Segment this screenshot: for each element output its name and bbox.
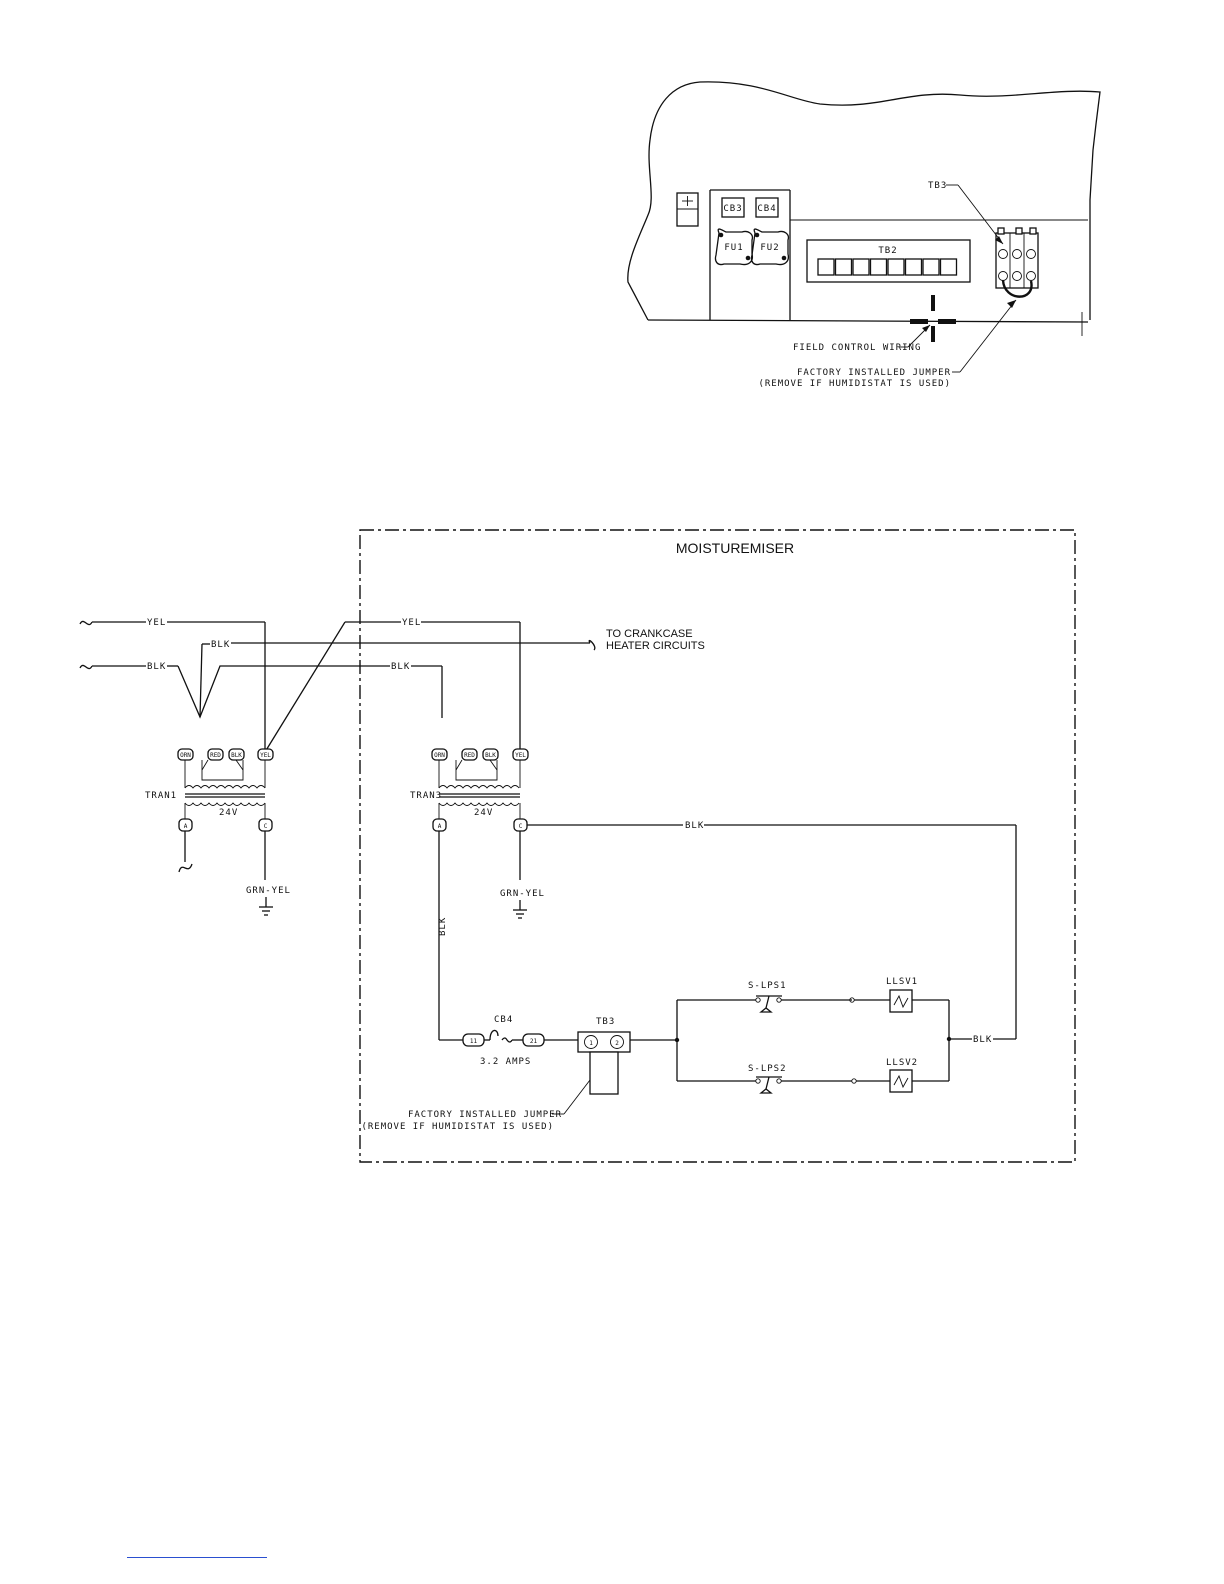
yel-crossover-wire (264, 621, 346, 753)
fu2-label: FU2 (760, 243, 779, 253)
tran1-terminal-c: C (264, 823, 268, 830)
tb3-jumper-link (589, 1051, 619, 1095)
cb4-out-terminal: 21 (530, 1038, 538, 1045)
panel-jumper-wire (1001, 279, 1033, 298)
svg-text:YEL: YEL (515, 752, 526, 759)
branch-blk-label: BLK (973, 1035, 992, 1045)
llsv2-solenoid: LLSV2 (886, 1058, 918, 1093)
cb4-circuit-breaker: 11 21 CB4 3.2 AMPS (462, 1015, 545, 1067)
tb2-cell (887, 258, 905, 276)
tran3-terminal-c: C (519, 823, 523, 830)
panel-jumper-label-1: FACTORY INSTALLED JUMPER (797, 368, 951, 378)
field-wiring-entry (910, 295, 956, 342)
break-mark-tran1-a (178, 863, 193, 873)
footnote-link-rule (127, 1557, 267, 1558)
schematic-jumper-label-1: FACTORY INSTALLED JUMPER (408, 1110, 562, 1120)
control-box-panel: CB3 CB4 FU1 FU2 TB2 (627, 81, 1101, 389)
tran1-label: TRAN1 (145, 791, 177, 801)
tb3-schematic-block: 1 2 TB3 (577, 1017, 631, 1095)
cb3-label: CB3 (723, 204, 742, 214)
panel-outline (627, 81, 1101, 321)
crankcase-label-1: TO CRANKCASE (606, 628, 693, 640)
moisturemiser-boundary (359, 529, 1076, 1163)
tran3-grn-yel-label: GRN-YEL (500, 889, 545, 899)
svg-text:RED: RED (464, 752, 475, 759)
tran3-voltage: 24V (474, 808, 493, 818)
tran1-grn-yel-label: GRN-YEL (246, 886, 291, 896)
s-lps1-label: S-LPS1 (748, 981, 787, 991)
tb2-cell (939, 258, 958, 276)
fu1-fuse: FU1 (714, 228, 754, 266)
llsv1-label: LLSV1 (886, 977, 918, 987)
cb4-schematic-label: CB4 (494, 1015, 513, 1025)
s-lps1-switch: S-LPS1 (748, 981, 787, 1013)
svg-text:BLK: BLK (485, 752, 496, 759)
fu2-fuse: FU2 (750, 228, 790, 266)
cb4-rating: 3.2 AMPS (480, 1057, 531, 1067)
tb3-terminal-block (995, 227, 1039, 298)
break-mark-yel (79, 620, 93, 626)
tb2-cell (869, 258, 888, 276)
plus-minus-block (676, 192, 699, 227)
tb3-terminal-1: 1 (589, 1040, 593, 1047)
tran3-label: TRAN3 (410, 791, 442, 801)
panel-jumper-label-2: (REMOVE IF HUMIDISTAT IS USED) (758, 379, 951, 389)
svg-text:ORN: ORN (180, 752, 191, 759)
tb3-schematic-label: TB3 (596, 1017, 615, 1027)
crankcase-label-2: HEATER CIRCUITS (606, 640, 705, 652)
return-blk-label: BLK (685, 821, 704, 831)
tb2-cell (852, 258, 870, 276)
tran3-yel-label: YEL (402, 618, 421, 628)
tb2-cell (817, 258, 835, 276)
tran1-terminal-a: A (184, 823, 188, 830)
panel-tb3-label: TB3 (928, 181, 947, 191)
tran1-transformer: ORN RED BLK YEL TRAN1 24V A (145, 748, 291, 916)
moisturemiser-title: MOISTUREMISER (676, 540, 794, 556)
svg-text:YEL: YEL (260, 752, 271, 759)
blk-junction-v (177, 665, 390, 719)
llsv2-label: LLSV2 (886, 1058, 918, 1068)
panel-bottom-edge (647, 319, 1089, 323)
cb4-label: CB4 (757, 204, 776, 214)
crankcase-blk-label: BLK (211, 640, 230, 650)
tb2-cell (834, 258, 853, 276)
cb3-breaker: CB3 (721, 197, 745, 218)
tran3-terminal-a: A (438, 823, 442, 830)
incoming-blk-label: BLK (147, 662, 166, 672)
break-mark-crankcase (588, 639, 596, 651)
moisturemiser-schematic: MOISTUREMISER YEL BLK BLK TO CRANKCASE H… (79, 529, 1076, 1163)
cb4-in-terminal: 11 (470, 1038, 478, 1045)
vertical-blk-label: BLK (438, 917, 448, 936)
cb4-breaker: CB4 (755, 197, 779, 218)
field-wiring-label: FIELD CONTROL WIRING (793, 343, 921, 353)
tb2-terminal-strip: TB2 (806, 239, 971, 283)
svg-text:BLK: BLK (231, 752, 242, 759)
break-mark-blk (79, 664, 93, 670)
tb2-label: TB2 (878, 246, 897, 256)
svg-text:ORN: ORN (434, 752, 445, 759)
s-lps2-switch: S-LPS2 (748, 1064, 787, 1094)
tran3-taps: ORN RED BLK YEL (431, 748, 529, 761)
schematic-jumper-label-2: (REMOVE IF HUMIDISTAT IS USED) (361, 1122, 554, 1132)
llsv1-solenoid: LLSV1 (886, 977, 918, 1013)
tb2-cell (922, 258, 940, 276)
tran3-transformer: ORN RED BLK YEL TRAN3 24V A (410, 748, 545, 919)
tran3-blk-label: BLK (391, 662, 410, 672)
tb3-terminal-2: 2 (615, 1040, 619, 1047)
incoming-yel-label: YEL (147, 618, 166, 628)
tran1-voltage: 24V (219, 808, 238, 818)
tb2-cell (904, 258, 923, 276)
svg-text:RED: RED (210, 752, 221, 759)
fu1-label: FU1 (724, 243, 743, 253)
s-lps2-label: S-LPS2 (748, 1064, 787, 1074)
tran1-taps: ORN RED BLK YEL (177, 748, 274, 761)
